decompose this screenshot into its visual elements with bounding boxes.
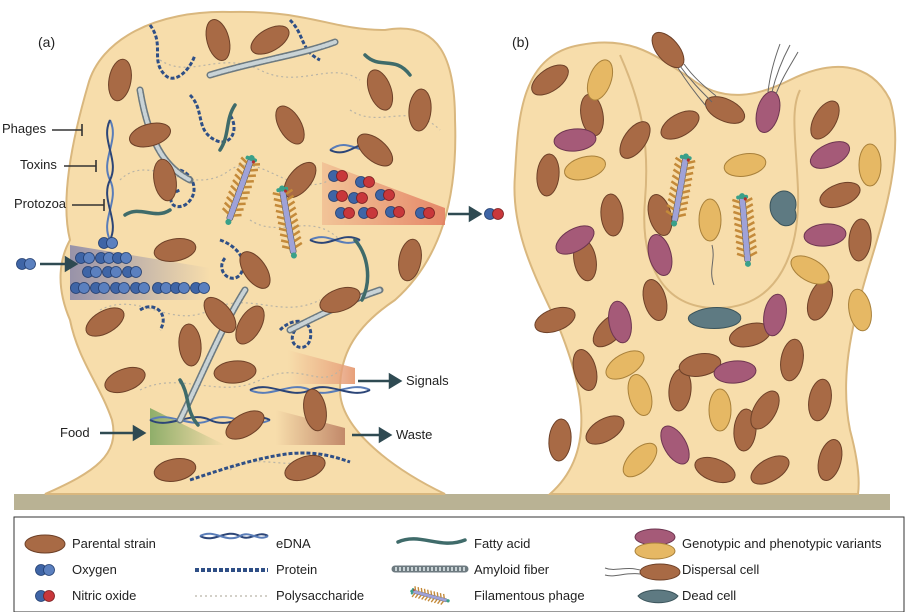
nitric-oxide-outgoing	[484, 208, 504, 220]
legend-polysaccharide: Polysaccharide	[276, 588, 365, 603]
legend-dispersal-cell: Dispersal cell	[682, 562, 760, 577]
legend-box	[13, 516, 905, 612]
panel-label-a: (a)	[38, 34, 56, 50]
waste-gradient	[276, 410, 345, 445]
oxygen-incoming	[16, 258, 36, 270]
legend-dead-cell: Dead cell	[682, 588, 737, 603]
inhibitor-markers	[52, 124, 105, 211]
protein-coils	[139, 18, 351, 482]
flux-arrows	[40, 205, 483, 444]
label-toxins: Toxins	[20, 157, 57, 172]
substratum-surface	[14, 494, 890, 510]
legend-variants: Genotypic and phenotypic variants	[682, 536, 882, 551]
label-waste: Waste	[396, 427, 433, 442]
panel-label-b: (b)	[512, 34, 530, 50]
dispersal-cells-b	[645, 26, 799, 286]
legend-edna: eDNA	[276, 536, 311, 551]
legend-protein: Protein	[276, 562, 318, 577]
legend-parental-strain: Parental strain	[72, 536, 156, 551]
signals-gradient	[288, 350, 355, 384]
label-food: Food	[60, 425, 90, 440]
legend-amyloid-fiber: Amyloid fiber	[474, 562, 550, 577]
dead-cells-b	[687, 190, 797, 329]
label-protozoa: Protozoa	[14, 196, 67, 211]
legend-symbols	[24, 528, 681, 608]
legend-nitric-oxide: Nitric oxide	[72, 588, 137, 603]
legend-filamentous-phage: Filamentous phage	[474, 588, 585, 603]
label-phages: Phages	[2, 121, 47, 136]
legend-fatty-acid: Fatty acid	[474, 536, 531, 551]
label-signals: Signals	[406, 373, 449, 388]
fatty-acids	[123, 53, 412, 427]
legend-oxygen: Oxygen	[72, 562, 117, 577]
